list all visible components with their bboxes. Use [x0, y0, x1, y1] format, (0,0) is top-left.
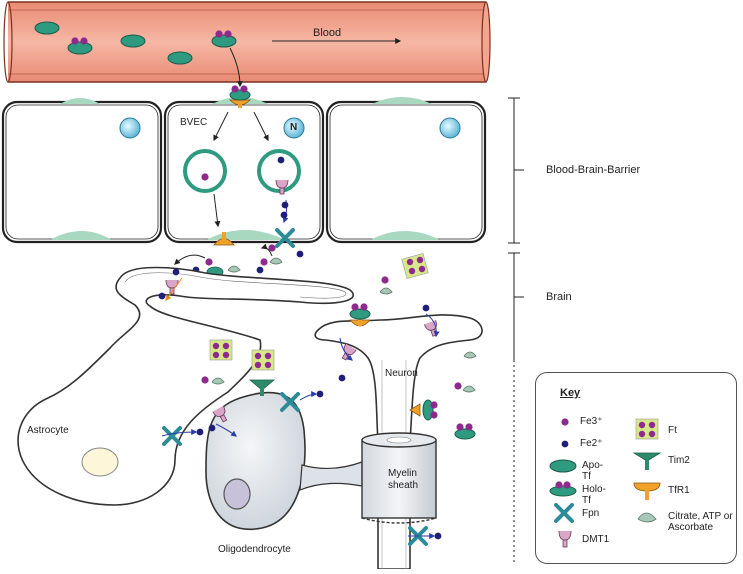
endosome-right [257, 149, 301, 195]
astrocyte-export-arrow [161, 429, 198, 437]
key-title: Key [560, 387, 581, 399]
apical-tfr1-receptor [229, 85, 251, 108]
holo-tf-icon [549, 481, 577, 497]
fe2-dot-icon [561, 440, 569, 448]
astrocyte-label: Astrocyte [27, 425, 69, 436]
key-label: Ft [668, 425, 677, 436]
tfr1-icon [633, 482, 661, 500]
nucleus-label: N [290, 122, 298, 133]
blood-label: Blood [313, 27, 342, 39]
astrocyte-ferroportin [162, 426, 182, 446]
fe2-ion [422, 304, 430, 312]
key-label: Holo-Tf [582, 484, 606, 506]
bbb-label: Blood-Brain-Barrier [546, 164, 641, 176]
key-label: Citrate, ATP or Ascorbate [668, 511, 733, 533]
dmt1-uptake-arrow [165, 277, 183, 301]
citrate-atp-ascorbate-icon [637, 512, 657, 523]
myelin-sheath-label: Myelin sheath [388, 468, 419, 491]
brain-label: Brain [546, 291, 572, 303]
holo-tf-descent-arrow [229, 47, 243, 88]
oligo-export-arrow [299, 391, 318, 401]
fpn-icon [554, 503, 574, 523]
endothelial-cell-right [325, 97, 487, 244]
released-iron-cluster [192, 244, 304, 278]
neuron-label: Neuron [385, 368, 418, 379]
vesicle-transport-arrow-left [213, 193, 221, 228]
ft-icon [635, 418, 659, 440]
extracellular-items-right [379, 253, 477, 440]
oligodendrocyte-tim2 [248, 349, 276, 396]
legend-key: Key Fe3⁺ Fe2⁺ Apo-Tf Holo-Tf [535, 372, 737, 564]
brain-bracket [508, 252, 524, 565]
fe2-ion [338, 374, 346, 382]
key-label: DMT1 [582, 534, 610, 545]
blood-transferrins [34, 21, 237, 65]
oligodendrocyte-dmt1 [212, 405, 228, 423]
key-label: Fpn [582, 508, 600, 519]
neuron-uptake-arrow-left [339, 337, 353, 361]
fe2-ion [158, 292, 166, 300]
tim2-icon [632, 452, 662, 470]
neuron-uptake-arrow-right [425, 313, 440, 338]
basolateral-tfr1-receptor [213, 232, 235, 246]
apo-tf-icon [549, 459, 577, 473]
bvec-label: BVEC [180, 117, 208, 128]
endothelial-cell-left [1, 98, 163, 244]
blood-vessel [3, 1, 491, 83]
oligodendrocyte-ferroportin [280, 392, 300, 412]
extracellular-ferritin [209, 339, 233, 361]
key-label: Fe3⁺ [580, 416, 603, 427]
fe2-ion [434, 532, 442, 540]
vesicle-transport-arrow-right [282, 199, 289, 224]
fe3-dot-icon [561, 418, 569, 426]
fe2-ion [208, 424, 216, 432]
extracellular-iron-cluster-left [201, 376, 225, 385]
oligo-dmt1-arrow [215, 423, 237, 437]
fe2-ion [316, 390, 324, 398]
fe2-ion [280, 211, 288, 219]
fe2-ion [196, 428, 204, 436]
astrocyte [17, 266, 354, 506]
myelin-sheath [361, 432, 437, 524]
key-label: Apo-Tf [582, 460, 604, 482]
arrow-to-astrocyte [174, 254, 206, 265]
endosome-left [183, 149, 227, 193]
key-label: Tim2 [668, 455, 690, 466]
fe2-ion [281, 201, 289, 209]
basolateral-ferroportin [275, 228, 295, 248]
oligodendrocyte-label: Oligodendrocyte [218, 544, 291, 555]
key-label: Fe2⁺ [580, 438, 603, 449]
fe2-ion [172, 268, 180, 276]
key-label: TfR1 [668, 485, 690, 496]
neuron-side-tfr1 [409, 399, 438, 421]
arrow-to-fpn [260, 243, 273, 257]
bbb-bracket [508, 97, 524, 244]
endocytosis-arrow-left [213, 111, 229, 142]
oligodendrocyte [205, 391, 363, 531]
neuron-tfr1 [349, 303, 371, 327]
neuron-dmt1-right [423, 320, 438, 337]
endocytosis-arrow-right [253, 111, 269, 142]
dmt1-icon [558, 530, 572, 548]
